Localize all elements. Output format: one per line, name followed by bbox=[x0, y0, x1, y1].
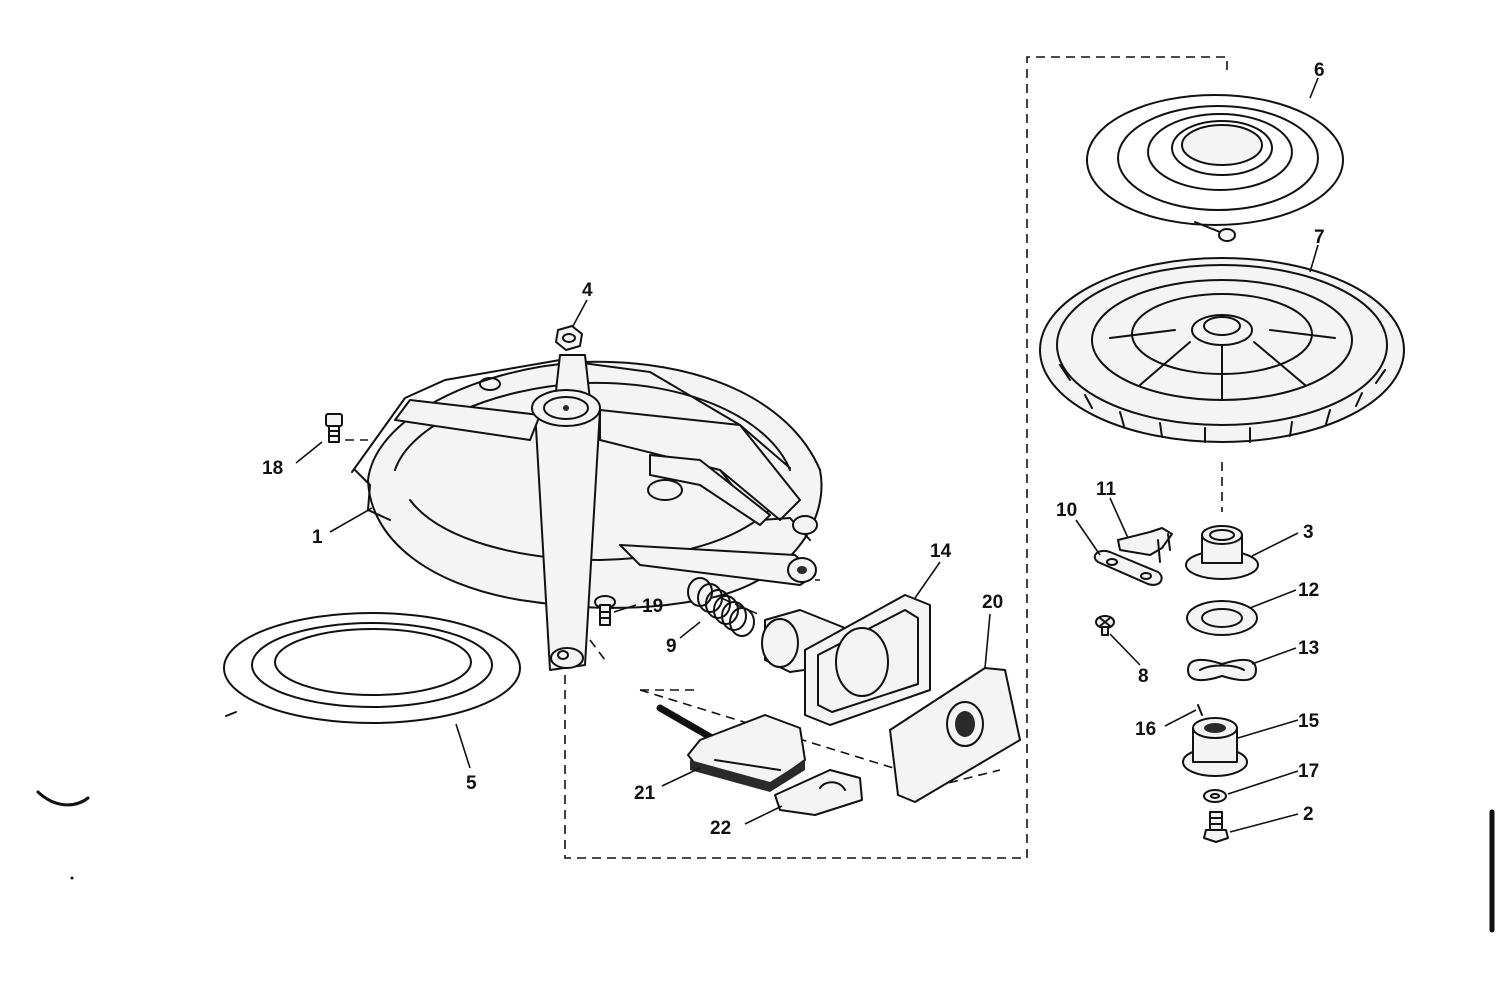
callout-14: 14 bbox=[930, 541, 952, 562]
callout-9: 9 bbox=[666, 636, 677, 657]
callout-16: 16 bbox=[1135, 719, 1156, 740]
callout-4: 4 bbox=[582, 280, 593, 301]
bushing-3 bbox=[1185, 525, 1259, 580]
bolt-2 bbox=[1203, 811, 1229, 843]
callout-10: 10 bbox=[1056, 500, 1077, 521]
starter-housing bbox=[351, 354, 823, 671]
rewind-spring bbox=[1086, 94, 1344, 242]
callout-19: 19 bbox=[642, 596, 663, 617]
callout-17: 17 bbox=[1298, 761, 1319, 782]
callout-11: 11 bbox=[1096, 479, 1117, 500]
callout-15: 15 bbox=[1298, 711, 1320, 732]
screw-8 bbox=[1095, 615, 1115, 636]
callout-18: 18 bbox=[262, 458, 283, 479]
spring bbox=[687, 577, 755, 637]
retainer-15 bbox=[1182, 717, 1248, 777]
callout-21: 21 bbox=[634, 783, 656, 804]
callout-6: 6 bbox=[1314, 60, 1325, 81]
pin-16 bbox=[1197, 704, 1203, 716]
retainer-ring bbox=[223, 612, 521, 724]
callout-3: 3 bbox=[1303, 522, 1314, 543]
scan-artifacts bbox=[36, 790, 1495, 933]
starter-handle bbox=[656, 704, 806, 792]
callout-5: 5 bbox=[466, 773, 477, 794]
bolt-18 bbox=[325, 413, 343, 443]
callout-2: 2 bbox=[1303, 804, 1314, 825]
rope-pulley bbox=[1039, 257, 1405, 443]
leader-lines bbox=[295, 77, 1319, 833]
screw-19 bbox=[594, 595, 616, 626]
callout-7: 7 bbox=[1314, 227, 1325, 248]
callout-labels: 1 2 3 4 5 6 7 8 9 10 11 12 13 14 15 16 1… bbox=[262, 60, 1325, 839]
callout-20: 20 bbox=[982, 592, 1003, 613]
spring-clip-13 bbox=[1187, 658, 1257, 682]
callout-22: 22 bbox=[710, 818, 731, 839]
callout-8: 8 bbox=[1138, 666, 1149, 687]
link-11 bbox=[1117, 527, 1173, 563]
handle-insert bbox=[774, 769, 863, 816]
nut bbox=[555, 325, 583, 351]
pawl-10 bbox=[1093, 550, 1163, 586]
washer-12 bbox=[1186, 600, 1258, 636]
callout-1: 1 bbox=[312, 527, 323, 548]
callout-12: 12 bbox=[1298, 580, 1319, 601]
lock-washer-17 bbox=[1203, 789, 1227, 803]
rope-guide bbox=[761, 594, 931, 726]
callout-13: 13 bbox=[1298, 638, 1319, 659]
